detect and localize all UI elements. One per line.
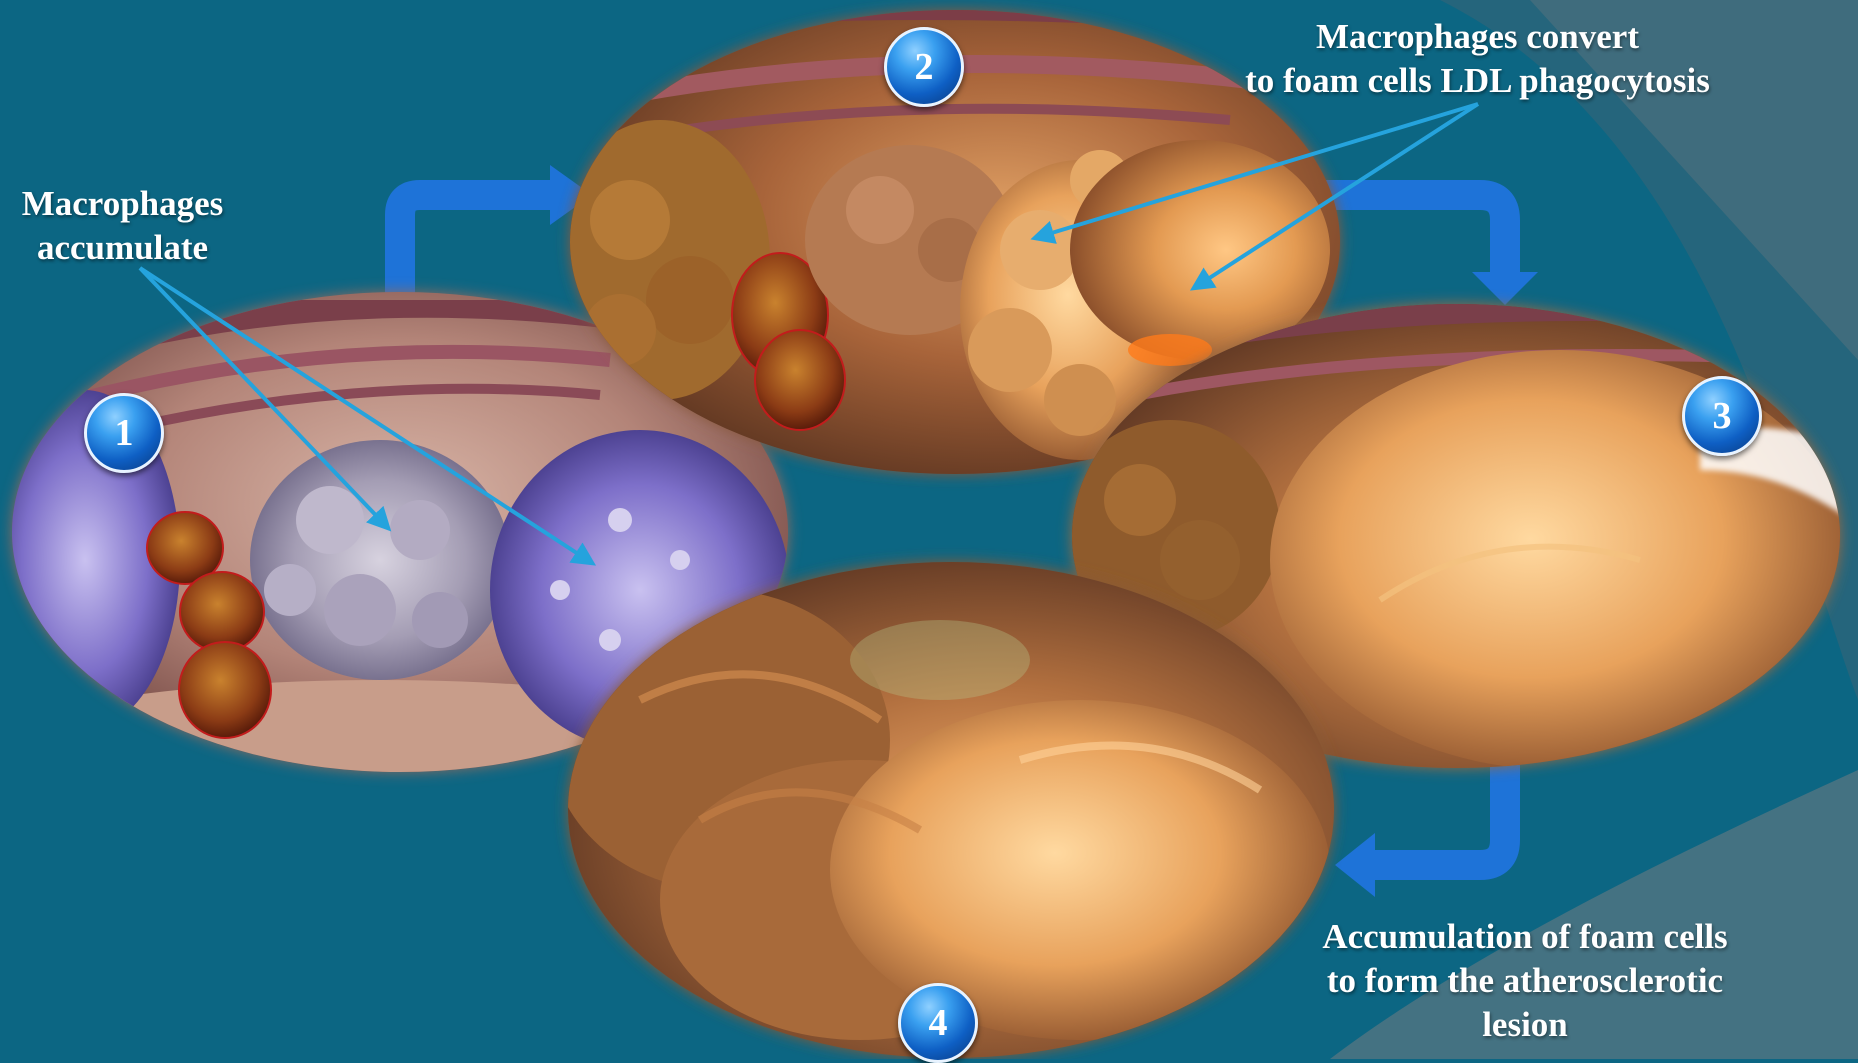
step-badge-1: 1 — [84, 393, 164, 473]
caption-step2-line1: Macrophages convert — [1195, 15, 1760, 59]
caption-step1-line2: accumulate — [10, 226, 235, 270]
caption-step2: Macrophages convert to foam cells LDL ph… — [1195, 15, 1760, 103]
caption-step4-line2: to form the atherosclerotic — [1300, 959, 1750, 1003]
step-badge-3: 3 — [1682, 376, 1762, 456]
caption-step1-line1: Macrophages — [10, 182, 235, 226]
caption-step4: Accumulation of foam cells to form the a… — [1300, 915, 1750, 1047]
caption-step4-line1: Accumulation of foam cells — [1300, 915, 1750, 959]
caption-step1: Macrophages accumulate — [10, 182, 235, 270]
step-badge-4: 4 — [898, 983, 978, 1063]
step-badge-2: 2 — [884, 27, 964, 107]
caption-step4-line3: lesion — [1300, 1003, 1750, 1047]
caption-step2-line2: to foam cells LDL phagocytosis — [1195, 59, 1760, 103]
